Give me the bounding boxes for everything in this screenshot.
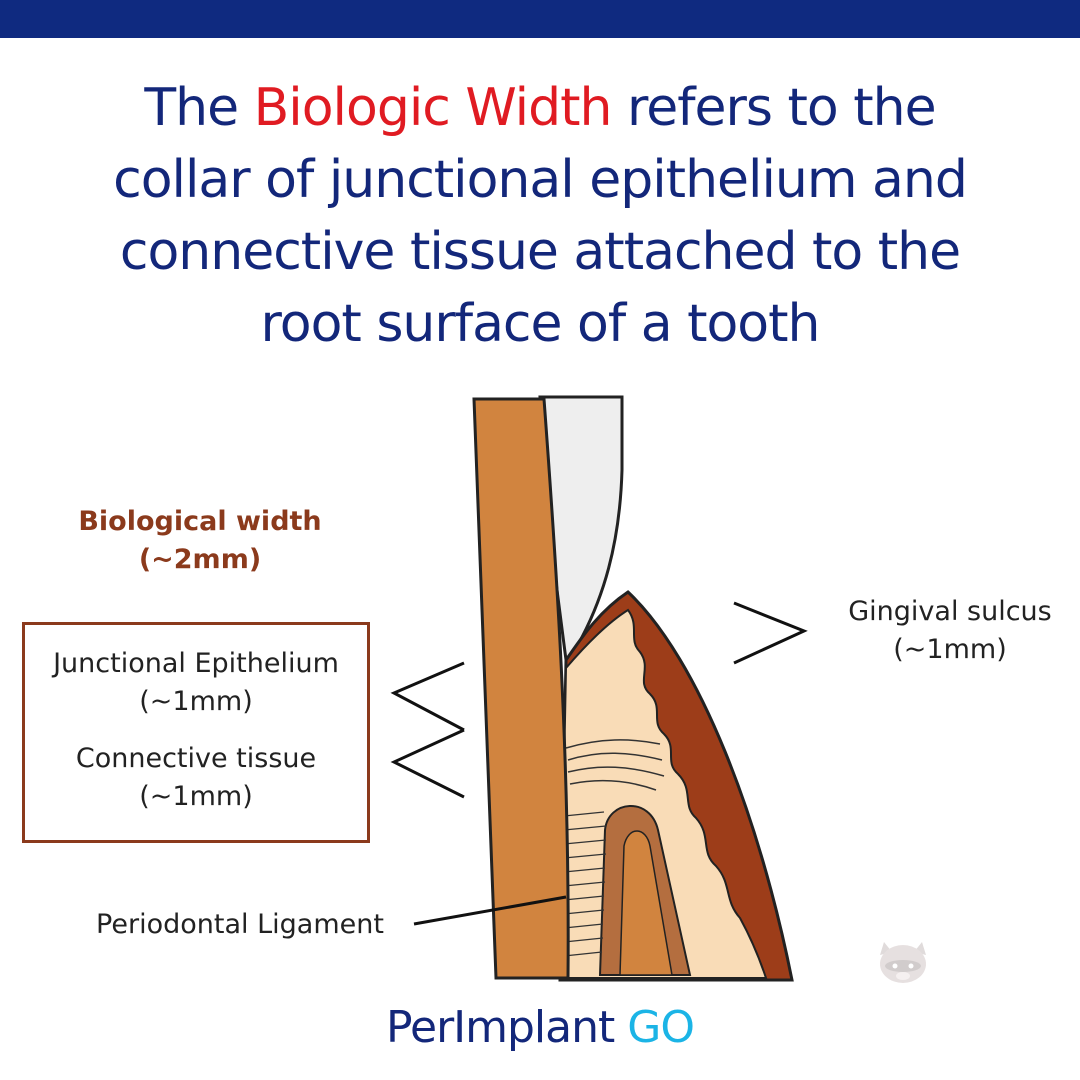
connective-tissue-value: (~1mm) xyxy=(139,781,253,812)
headline-line-4: root surface of a tooth xyxy=(260,294,821,354)
chevron-junctional xyxy=(390,661,465,732)
junctional-epithelium-label: Junctional Epithelium (~1mm) xyxy=(22,645,370,721)
chevron-connective xyxy=(390,728,465,799)
headline-accent: Biologic Width xyxy=(253,78,613,138)
raccoon-watermark xyxy=(880,942,926,983)
tooth-root xyxy=(472,397,570,980)
connective-fibres xyxy=(565,739,665,791)
headline: The Biologic Width refers to the collar … xyxy=(40,72,1040,360)
headline-line-2: collar of junctional epithelium and xyxy=(113,150,968,210)
ligament-leader-line xyxy=(413,895,567,926)
ligament-fibres xyxy=(563,811,607,957)
brand-logo: PerImplant GO xyxy=(0,1002,1080,1053)
brand-name-go: GO xyxy=(614,1002,695,1053)
biological-width-box xyxy=(22,622,370,843)
headline-line-3: connective tissue attached to the xyxy=(119,222,961,282)
chevron-sulcus xyxy=(733,601,808,665)
top-bar xyxy=(0,0,1080,38)
brand-name: PerImplant xyxy=(386,1002,615,1053)
biological-width-value: (~2mm) xyxy=(138,544,262,575)
periodontal-ligament-label: Periodontal Ligament xyxy=(96,909,384,940)
connective-tissue-label: Connective tissue (~1mm) xyxy=(22,740,370,816)
biological-width-title: Biological width (~2mm) xyxy=(40,503,360,579)
headline-line-1: The Biologic Width refers to the xyxy=(144,78,936,138)
chevrons xyxy=(390,601,808,799)
alveolar-bone-inner xyxy=(619,830,673,976)
gingival-sulcus-label: Gingival sulcus (~1mm) xyxy=(820,593,1080,669)
gingival-sulcus-value: (~1mm) xyxy=(893,634,1007,665)
junctional-epithelium-value: (~1mm) xyxy=(139,686,253,717)
